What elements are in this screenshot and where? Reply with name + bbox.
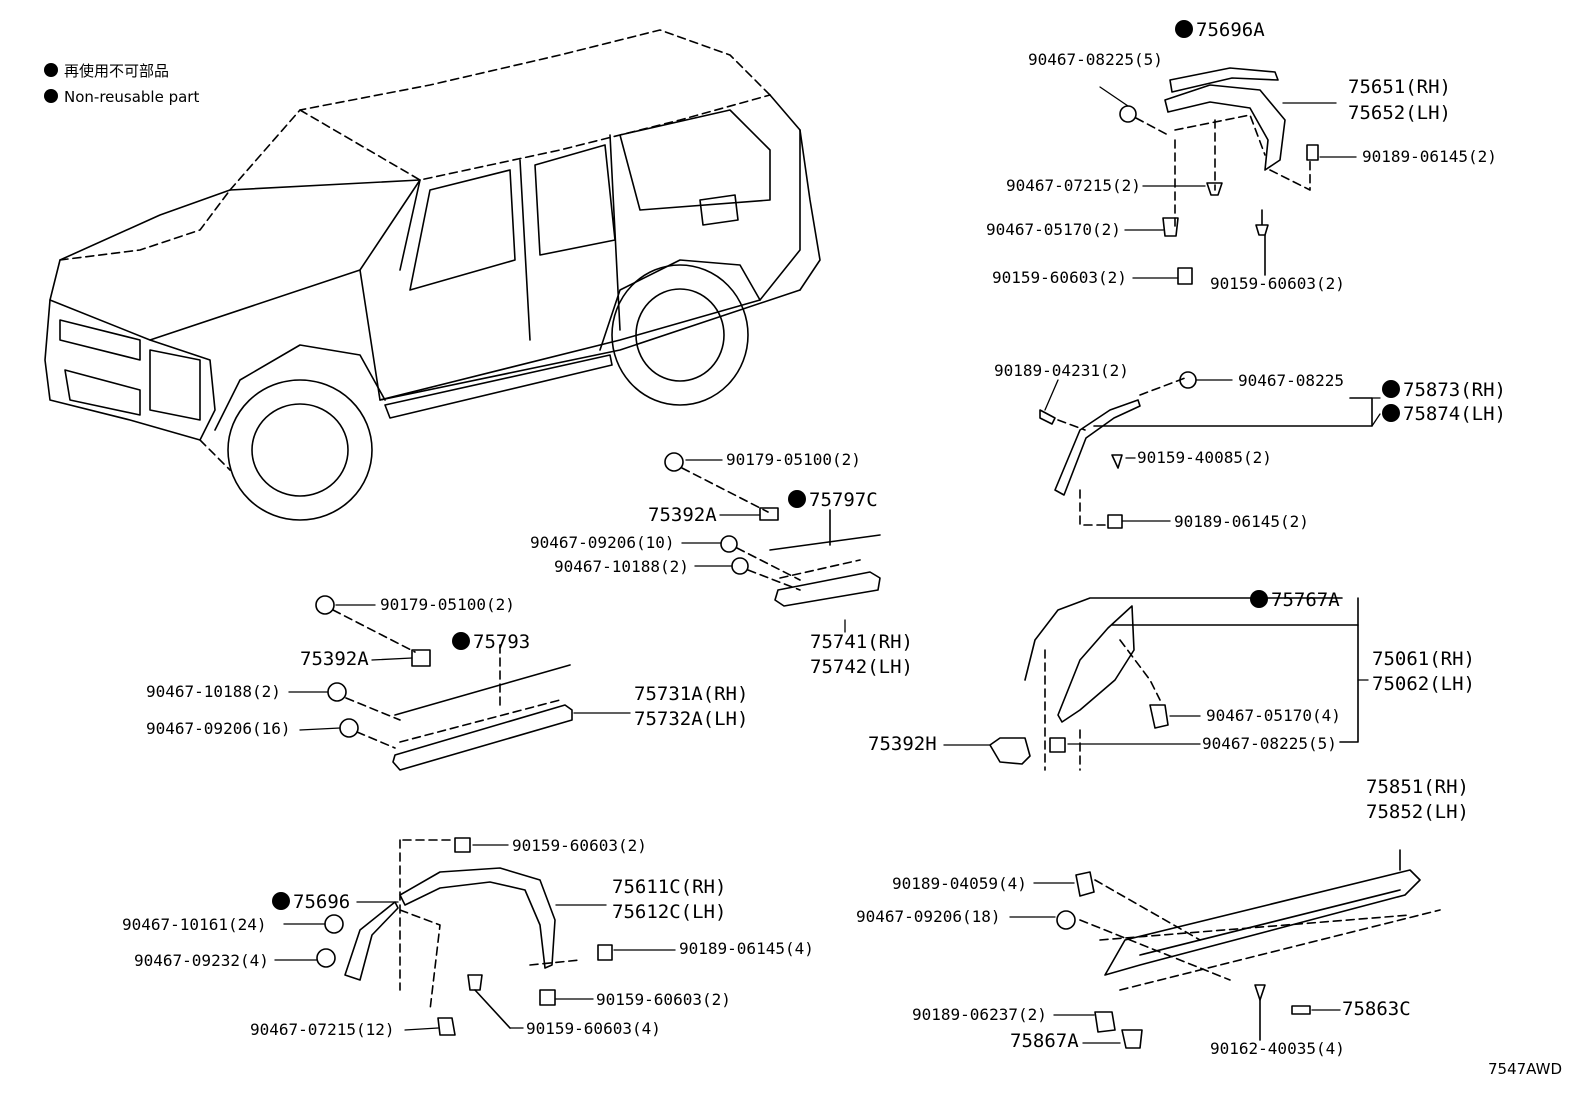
part-label-90159-40085: 90159-40085(2) (1137, 448, 1272, 467)
part-label-75392A: 75392A (648, 504, 717, 526)
part-label-90159-60603-4: 90159-60603(4) (526, 1019, 661, 1038)
part-label-75061: 75061(RH) (1372, 648, 1475, 670)
non-reusable-dot-icon (272, 892, 290, 910)
part-label-75873: 75873(RH) (1382, 380, 1506, 400)
part-label-75612C: 75612C(LH) (612, 901, 727, 923)
part-label-75732A: 75732A(LH) (634, 708, 749, 730)
part-label-90467-08225-5: 90467-08225(5) (1028, 50, 1163, 69)
part-label-75731A: 75731A(RH) (634, 683, 749, 705)
part-label-90467-09206-16: 90467-09206(16) (146, 719, 291, 738)
part-label-90162-40035: 90162-40035(4) (1210, 1039, 1345, 1058)
non-reusable-dot-icon (452, 632, 470, 650)
part-label-75863C: 75863C (1342, 998, 1411, 1020)
part-label-90467-08225: 90467-08225 (1238, 371, 1344, 390)
part-label-90159-60603-2-d: 90159-60603(2) (596, 990, 731, 1009)
part-label-90467-08225-5-b: 90467-08225(5) (1202, 734, 1337, 753)
part-label-75651: 75651(RH) (1348, 76, 1451, 98)
part-label-75611C: 75611C(RH) (612, 876, 727, 898)
front-fender-flare-assembly (316, 837, 613, 1036)
legend-jp: 再使用不可部品 (44, 63, 169, 79)
part-label-90467-05170-2: 90467-05170(2) (986, 220, 1121, 239)
quarter-molding-assembly (1039, 371, 1373, 529)
part-label-90179-05100: 90179-05100(2) (726, 450, 861, 469)
part-label-90467-09232: 90467-09232(4) (134, 951, 269, 970)
part-label-75742: 75742(LH) (810, 656, 913, 678)
part-label-75696A: 75696A (1175, 20, 1265, 40)
part-label-90159-60603-2-b: 90159-60603(2) (1210, 274, 1345, 293)
part-label-90467-07215-2: 90467-07215(2) (1006, 176, 1141, 195)
part-label-90467-05170-4: 90467-05170(4) (1206, 706, 1341, 725)
part-label-75797C: 75797C (788, 490, 878, 510)
non-reusable-dot-icon (1250, 590, 1268, 608)
part-label-75793: 75793 (452, 632, 530, 652)
part-label-75652: 75652(LH) (1348, 102, 1451, 124)
non-reusable-dot-icon (1175, 20, 1193, 38)
legend-en: Non-reusable part (44, 89, 199, 105)
part-label-90467-10188-2-b: 90467-10188(2) (146, 682, 281, 701)
part-label-90467-09206-18: 90467-09206(18) (856, 907, 1001, 926)
part-label-90189-04059: 90189-04059(4) (892, 874, 1027, 893)
front-fender-liner-assembly (989, 597, 1359, 771)
non-reusable-dot-icon (788, 490, 806, 508)
rear-fender-flare-assembly (1119, 67, 1319, 285)
part-label-75392H: 75392H (868, 733, 937, 755)
non-reusable-dot-icon (44, 63, 58, 77)
part-label-75874: 75874(LH) (1382, 404, 1506, 424)
part-label-90189-04231: 90189-04231(2) (994, 361, 1129, 380)
part-label-75767A: 75767A (1250, 590, 1340, 610)
part-label-90159-60603-2-c: 90159-60603(2) (512, 836, 647, 855)
part-label-75062: 75062(LH) (1372, 673, 1475, 695)
part-label-90467-10188-2: 90467-10188(2) (554, 557, 689, 576)
part-label-90189-06145-4: 90189-06145(4) (679, 939, 814, 958)
part-label-90467-10161: 90467-10161(24) (122, 915, 267, 934)
door-molding-assembly-rear (315, 595, 573, 771)
rocker-panel-assembly (1056, 849, 1441, 1049)
part-label-75851: 75851(RH) (1366, 776, 1469, 798)
part-label-75741: 75741(RH) (810, 631, 913, 653)
leader-lines (274, 86, 1381, 1044)
non-reusable-dot-icon (1382, 404, 1400, 422)
part-label-90189-06237: 90189-06237(2) (912, 1005, 1047, 1024)
door-molding-assembly-front (664, 452, 881, 607)
part-label-90467-09206-10: 90467-09206(10) (530, 533, 675, 552)
part-label-90189-06145-2-b: 90189-06145(2) (1174, 512, 1309, 531)
part-label-90159-60603-2: 90159-60603(2) (992, 268, 1127, 287)
part-label-75852: 75852(LH) (1366, 801, 1469, 823)
part-label-75696: 75696 (272, 892, 350, 912)
non-reusable-dot-icon (44, 89, 58, 103)
part-label-75867A: 75867A (1010, 1030, 1079, 1052)
diagram-code: 7547AWD (1488, 1060, 1562, 1078)
part-label-90467-07215-12: 90467-07215(12) (250, 1020, 395, 1039)
vehicle-illustration (44, 29, 821, 521)
non-reusable-dot-icon (1382, 380, 1400, 398)
part-label-90189-06145-2: 90189-06145(2) (1362, 147, 1497, 166)
part-label-90179-05100-b: 90179-05100(2) (380, 595, 515, 614)
part-label-75392A-b: 75392A (300, 648, 369, 670)
